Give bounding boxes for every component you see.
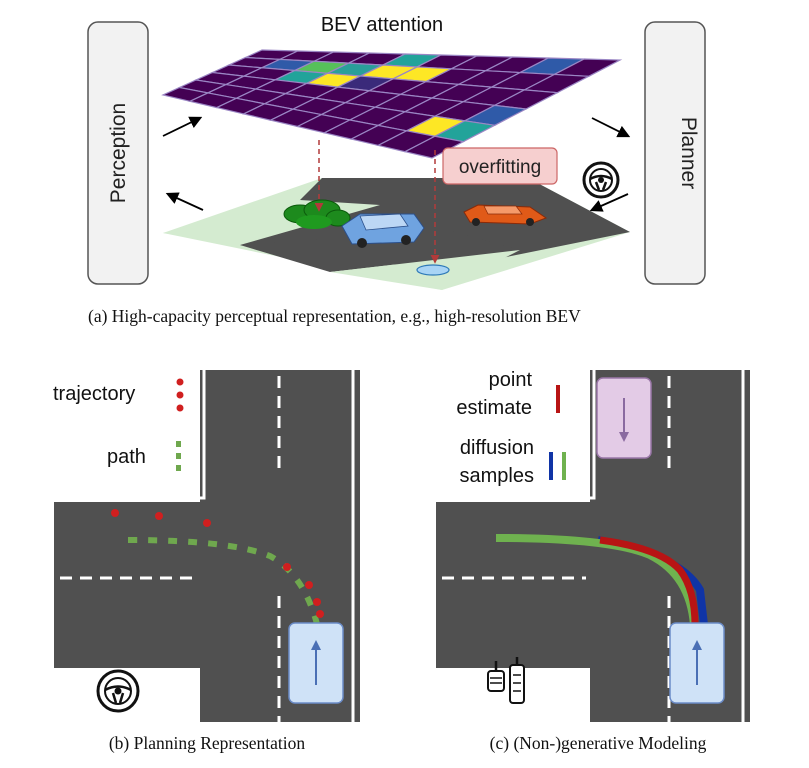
perception-label: Perception [107,103,130,203]
planner-to-scene-arrow [589,193,629,212]
panel-b-caption: (b) Planning Representation [109,733,306,753]
legend-path-label: path [107,446,146,468]
planner-label: Planner [677,117,700,189]
point-estimate-path [599,536,699,626]
panel-c-caption: (c) (Non-)generative Modeling [490,733,707,753]
overfitting-badge: overfitting [442,147,558,185]
tree-icon [283,199,351,229]
legend-point-label-1: point [489,369,533,391]
legend-trajectory-marker [176,378,184,412]
bev-grid [161,49,623,159]
trajectory-point [111,509,119,517]
legend-diffusion-label-1: diffusion [460,437,534,459]
perception-module [87,21,149,285]
panel-a-caption: (a) High-capacity perceptual representat… [88,306,581,326]
legend-diffusion-label-2: samples [460,465,534,487]
other-vehicle-c [596,377,652,459]
legend-trajectory-label: trajectory [53,383,135,405]
trajectory-point [283,563,291,571]
blue-car-icon [341,213,425,248]
steering-wheel-icon [582,161,620,199]
trajectory-point [313,598,321,606]
trajectory-points [111,509,324,618]
target-ellipse [416,264,450,276]
red-car-icon [463,204,548,226]
ego-vehicle-c [669,622,725,704]
bev-attention-title: BEV attention [321,14,443,36]
trajectory-point [155,512,163,520]
panel-c: point estimate diffusion samples [436,369,750,753]
overfitting-label: overfitting [459,157,541,178]
ego-vehicle-b [288,622,344,704]
pedals-icon [487,657,525,704]
trajectory-point [316,610,324,618]
steering-wheel-icon [96,669,140,713]
legend-path-marker [176,441,181,471]
trajectory-point [203,519,211,527]
planner-module [644,21,706,285]
ground-road-patch [240,230,520,272]
trajectory-point [305,581,313,589]
legend-point-label-2: estimate [456,397,532,419]
scene-to-perception-arrow [165,192,204,211]
bev-grid-cell [403,135,466,159]
panel-b: trajectory path [53,370,360,753]
panel-a: Perception Planner BEV attention [87,14,706,290]
perception-to-bev-arrow [162,116,203,137]
bev-to-planner-arrow [591,117,631,138]
